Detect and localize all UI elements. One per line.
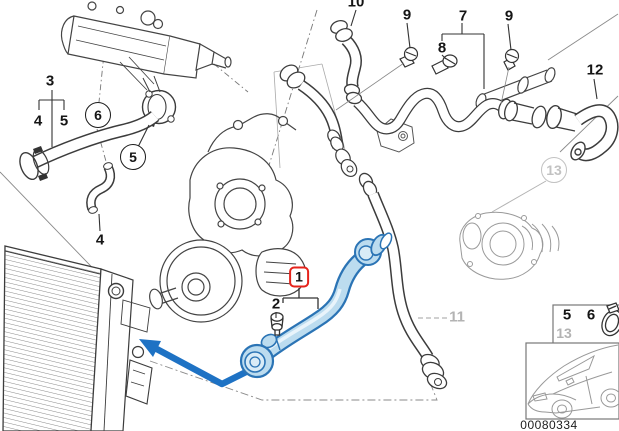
callout-7[interactable]: 7 xyxy=(458,7,468,25)
callout-11[interactable]: 11 xyxy=(449,308,465,326)
selected-hose-part-drawing[interactable] xyxy=(239,231,394,379)
callout-3[interactable]: 3 xyxy=(45,72,55,90)
legend-item-13[interactable]: 13 xyxy=(556,325,572,341)
upper-hose-drawing xyxy=(19,75,177,181)
callout-5-circle[interactable]: 5 xyxy=(120,144,146,170)
callout-5-left[interactable]: 5 xyxy=(59,112,69,130)
oil-cooler-drawing xyxy=(60,1,232,91)
callout-1-selected[interactable]: 1 xyxy=(289,266,309,288)
callout-9-left[interactable]: 9 xyxy=(402,6,412,24)
elbow-hose-4-drawing xyxy=(86,162,116,214)
bolt-2-drawing xyxy=(270,312,284,336)
bolt-9-left-drawing xyxy=(399,46,419,68)
callout-8[interactable]: 8 xyxy=(437,39,447,57)
callout-10[interactable]: 10 xyxy=(347,0,365,11)
vehicle-thumbnail-box xyxy=(525,342,619,420)
reference-lines xyxy=(0,9,619,401)
callout-12[interactable]: 12 xyxy=(586,61,604,79)
callout-9-right[interactable]: 9 xyxy=(504,7,514,25)
metal-pipe-drawing xyxy=(475,67,556,109)
legend-item-5[interactable]: 5 xyxy=(562,306,572,324)
legend-item-6[interactable]: 6 xyxy=(586,306,596,324)
callout-4-left[interactable]: 4 xyxy=(33,112,43,130)
car-outline-drawing xyxy=(527,344,619,419)
thermostat-housing-drawing xyxy=(459,211,560,280)
callout-leaders xyxy=(38,9,598,319)
callout-13-circle[interactable]: 13 xyxy=(541,157,567,183)
hose-11-drawing xyxy=(279,64,448,390)
hose-12-drawing xyxy=(546,104,619,162)
elbow-hose-10-drawing xyxy=(330,20,363,105)
callout-4-lower[interactable]: 4 xyxy=(95,231,105,249)
callout-6-circle[interactable]: 6 xyxy=(85,102,111,128)
diagram-part-number: 00080334 xyxy=(520,418,578,431)
callout-2[interactable]: 2 xyxy=(271,295,281,313)
hose-clamp-icon xyxy=(601,302,619,337)
bolt-9-right-drawing xyxy=(503,48,520,71)
bolt-8-drawing xyxy=(431,54,458,75)
water-pump-drawing xyxy=(149,113,307,323)
legend-box xyxy=(552,302,619,345)
upper-wavy-hose-drawing xyxy=(353,87,547,135)
radiator-drawing xyxy=(2,245,153,431)
